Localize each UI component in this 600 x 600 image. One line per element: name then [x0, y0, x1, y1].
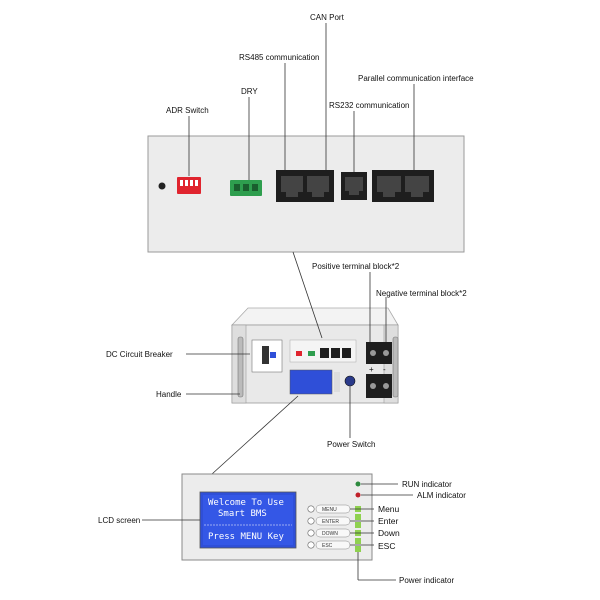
run-indicator-led [355, 481, 361, 487]
menu-button-label: MENU [322, 507, 337, 513]
label-alm-indicator: ALM indicator [417, 491, 466, 500]
lcd-screen [199, 491, 297, 549]
label-dc-breaker: DC Circuit Breaker [106, 350, 173, 359]
label-power-switch: Power Switch [327, 440, 375, 449]
mounting-hole [158, 182, 166, 190]
label-can-port: CAN Port [310, 13, 345, 22]
label-lcd-screen: LCD screen [98, 516, 140, 525]
leader-lines-bottom [142, 483, 413, 581]
label-down: Down [378, 528, 400, 538]
terminal-blocks [366, 342, 392, 398]
label-menu: Menu [378, 504, 400, 514]
rs485-can-port-block [276, 170, 334, 202]
positive-sign: + [369, 365, 374, 374]
power-switch [344, 375, 356, 387]
enter-button-label: ENTER [322, 519, 339, 525]
label-dry: DRY [241, 87, 258, 96]
label-power-indicator: Power indicator [399, 576, 454, 585]
rs232-port [341, 172, 367, 200]
label-run-indicator: RUN indicator [402, 480, 452, 489]
parallel-port-block [372, 170, 434, 202]
label-esc: ESC [378, 541, 395, 551]
label-adr-switch: ADR Switch [166, 106, 209, 115]
handle [237, 336, 399, 398]
label-positive-terminal: Positive terminal block*2 [312, 262, 400, 271]
down-button-label: DOWN [322, 531, 338, 537]
lcd-line-2: Smart BMS [218, 509, 267, 519]
alm-indicator-led [355, 492, 361, 498]
dc-circuit-breaker [251, 339, 283, 373]
label-parallel: Parallel communication interface [358, 74, 474, 83]
label-rs232: RS232 communication [329, 101, 409, 110]
control-buttons [307, 504, 351, 550]
leader-lines-top [188, 23, 415, 180]
label-negative-terminal: Negative terminal block*2 [376, 289, 467, 298]
esc-button-label: ESC [322, 543, 333, 549]
lcd-line-1: Welcome To Use [208, 498, 284, 508]
label-enter: Enter [378, 516, 398, 526]
module-interface-strip [289, 339, 357, 363]
negative-sign: - [383, 365, 386, 374]
adr-switch [177, 177, 201, 194]
lcd-line-3: Press MENU Key [208, 532, 284, 542]
dry-terminal [230, 180, 262, 196]
label-handle: Handle [156, 390, 182, 399]
leader-lines-middle [186, 251, 387, 475]
module-lcd [289, 369, 340, 395]
label-rs485: RS485 communication [239, 53, 319, 62]
